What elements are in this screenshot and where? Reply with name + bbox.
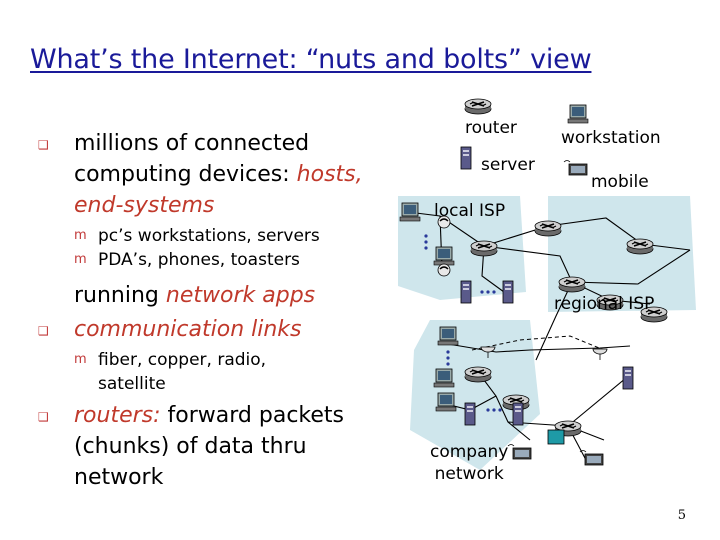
server-icon <box>512 402 524 426</box>
router-icon <box>626 238 654 255</box>
mobile-icon <box>579 450 604 466</box>
bullet-communication-links: communication links <box>74 317 302 342</box>
bullet-routers-line3: network <box>74 465 164 490</box>
mobile-icon <box>563 160 588 176</box>
company-network-label: company network <box>430 441 508 485</box>
phone-icon <box>437 263 451 277</box>
router-icon <box>558 276 586 293</box>
bullet-network-apps: running network apps <box>74 280 315 311</box>
company-network-area <box>410 320 540 470</box>
sub-bullet-workstations: pc’s workstations, servers <box>98 226 320 246</box>
router-icon <box>470 240 498 257</box>
ellipsis-dots <box>424 234 496 294</box>
bullet-marker-icon: ❑ <box>38 324 49 338</box>
workstation-icon <box>399 202 421 222</box>
bullet-devices: millions of connected computing devices:… <box>74 128 363 221</box>
server-icon <box>502 280 514 304</box>
router-icon <box>464 366 492 383</box>
bullet-routers-line2: (chunks) of data thru <box>74 434 307 459</box>
bullet-routers-line1: routers: forward packets <box>74 400 344 431</box>
ellipsis-dots <box>446 350 502 412</box>
server-icon <box>622 366 634 390</box>
slide-number: 5 <box>677 508 686 523</box>
workstation-legend-label: workstation <box>561 128 661 148</box>
mobile-legend-label: mobile <box>591 172 649 192</box>
routers-highlight: routers: <box>74 403 161 428</box>
router-icon <box>464 98 492 115</box>
bullet-devices-line2: computing devices: hosts, <box>74 159 363 190</box>
sub-bullet-fiber-line1: fiber, copper, radio, <box>98 350 267 370</box>
server-icon <box>460 146 472 170</box>
sub-bullet-marker-icon: m <box>74 228 87 243</box>
router-icon <box>534 220 562 237</box>
end-systems-highlight: end-systems <box>74 193 215 218</box>
slide-title: What’s the Internet: “nuts and bolts” vi… <box>30 44 592 75</box>
server-icon <box>460 280 472 304</box>
sub-bullet-fiber-line2: satellite <box>98 374 166 394</box>
bullet-marker-icon: ❑ <box>38 410 49 424</box>
workstation-icon <box>567 104 589 124</box>
company-network-label-line2: network <box>434 464 504 484</box>
regional-isp-label: regional ISP <box>554 294 655 314</box>
sub-bullet-marker-icon: m <box>74 352 87 367</box>
server-icon <box>464 402 476 426</box>
sub-bullet-marker-icon: m <box>74 252 87 267</box>
sub-bullet-fiber: fiber, copper, radio, satellite <box>98 348 266 396</box>
network-apps-highlight: network apps <box>165 283 316 308</box>
workstation-icon <box>437 326 459 346</box>
sub-bullet-pdas: PDA’s, phones, toasters <box>98 250 300 270</box>
bullet-routers: routers: forward packets (chunks) of dat… <box>74 400 344 493</box>
base-station-icon <box>547 429 565 445</box>
running-text: running <box>74 283 159 308</box>
bullet-devices-line1: millions of connected <box>74 131 310 156</box>
company-network-label-line1: company <box>430 442 509 462</box>
workstation-icon <box>433 368 455 388</box>
local-isp-label: local ISP <box>434 201 506 221</box>
workstation-icon <box>435 392 457 412</box>
mobile-icon <box>507 444 532 460</box>
bullet-devices-text: computing devices: <box>74 162 290 187</box>
satellite-link <box>471 335 605 351</box>
server-legend-label: server <box>481 155 535 175</box>
router-legend-label: router <box>465 118 517 138</box>
bullet-marker-icon: ❑ <box>38 138 49 152</box>
routers-text: forward packets <box>167 403 344 428</box>
satellite-dish-icon <box>592 348 608 361</box>
hosts-highlight: hosts, <box>296 162 363 187</box>
workstation-icon <box>433 246 455 266</box>
local-isp-area <box>398 196 526 300</box>
